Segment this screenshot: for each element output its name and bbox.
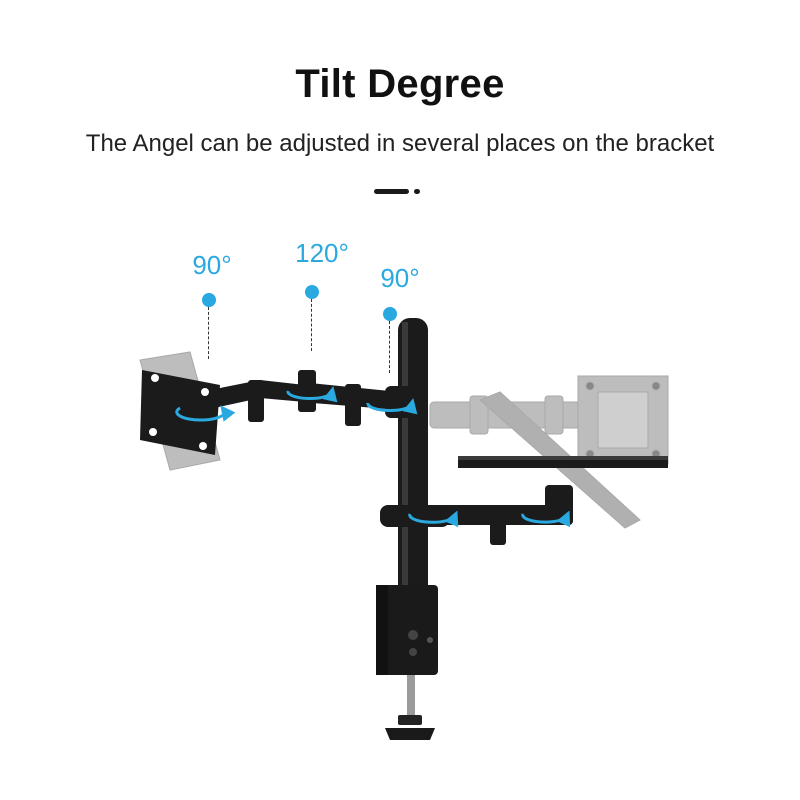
- angle-leader-middle: [311, 299, 312, 351]
- title-divider: [374, 189, 420, 194]
- laptop-tray: [458, 456, 668, 468]
- page-title: Tilt Degree: [295, 62, 505, 106]
- angle-label-middle: 120°: [295, 238, 349, 268]
- angle-marker-middle: [305, 285, 319, 299]
- angle-label-left: 90°: [192, 250, 232, 280]
- vesa-plate-left: [140, 370, 220, 455]
- angle-marker-left: [202, 293, 216, 307]
- page-subtitle: The Angel can be adjusted in several pla…: [85, 130, 715, 157]
- angle-leader-right: [389, 321, 390, 373]
- angle-label-right: 90°: [380, 263, 420, 293]
- angle-marker-right: [383, 307, 397, 321]
- divider-bar: [374, 189, 409, 194]
- angle-leader-left: [208, 307, 209, 359]
- rotation-arrow-icon: [175, 386, 571, 528]
- divider-dot: [414, 189, 420, 194]
- desk-clamp: [376, 585, 438, 740]
